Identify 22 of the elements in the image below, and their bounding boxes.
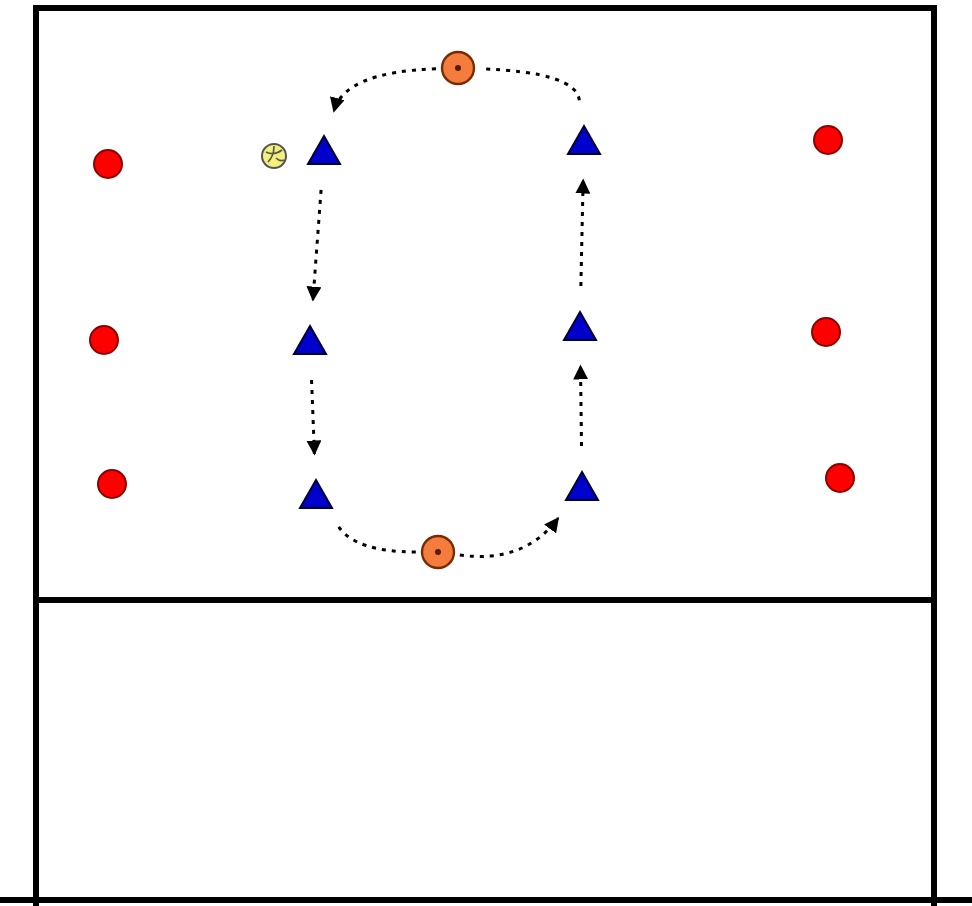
arrow xyxy=(575,178,591,287)
cone-marker xyxy=(420,534,456,570)
ball-icon xyxy=(260,142,288,170)
player-triangle xyxy=(566,124,602,156)
player-circle xyxy=(824,462,856,494)
player-circle xyxy=(812,124,844,156)
arrow xyxy=(573,364,589,447)
player-circle xyxy=(88,324,120,356)
player-circle xyxy=(810,316,842,348)
arrow xyxy=(331,67,437,113)
player-triangle xyxy=(562,310,598,342)
arrow xyxy=(306,379,322,456)
dotted-line xyxy=(337,526,417,554)
player-triangle xyxy=(298,478,334,510)
arrow xyxy=(306,189,323,302)
player-triangle xyxy=(564,470,600,502)
arrow xyxy=(459,516,560,558)
player-circle xyxy=(96,468,128,500)
player-triangle xyxy=(306,134,342,166)
player-triangle xyxy=(292,324,328,356)
player-circle xyxy=(92,148,124,180)
cone-marker xyxy=(440,50,476,86)
